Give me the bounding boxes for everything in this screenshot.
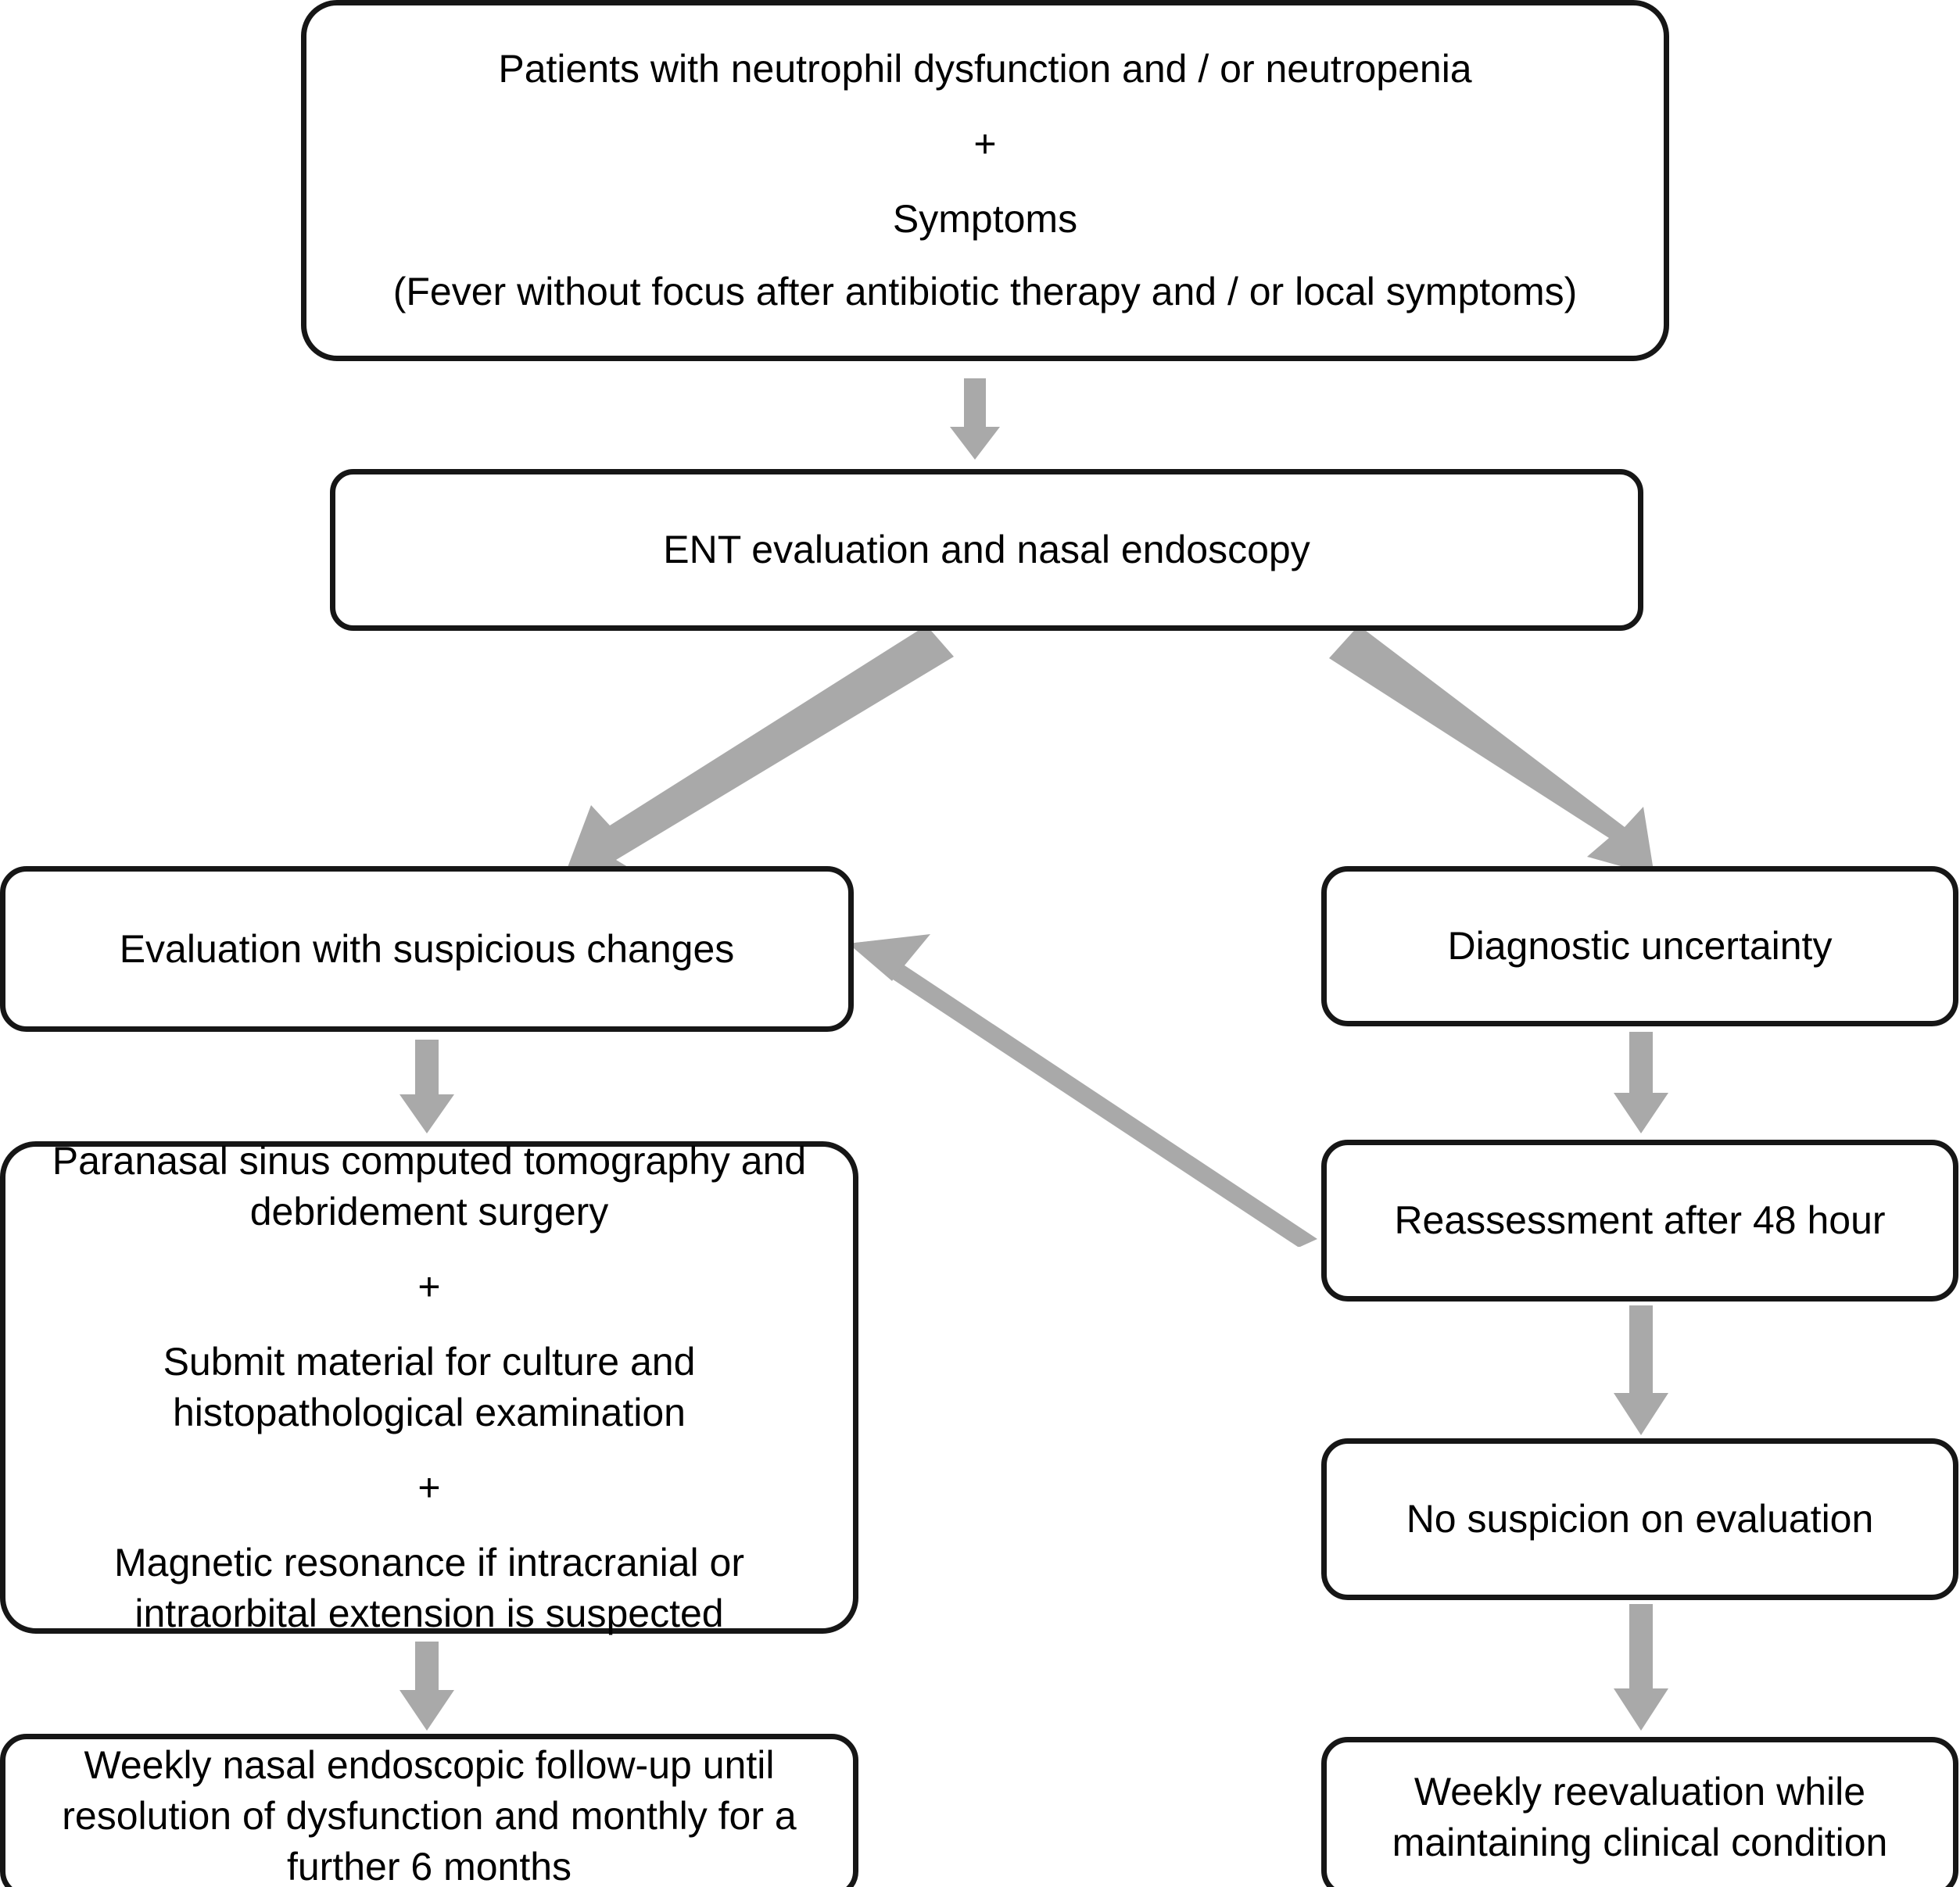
arrow-uncertainty-to-reassessment xyxy=(1614,1032,1668,1133)
workup-line-6: intraorbital extension is suspected xyxy=(134,1592,724,1635)
workup-line-3: Submit material for culture and xyxy=(163,1340,696,1384)
weekly-reevaluation-box: Weekly reevaluation while maintaining cl… xyxy=(1321,1737,1958,1887)
arrow-no-suspicion-to-weekly-reevaluation xyxy=(1614,1604,1668,1731)
weekly-endoscopic-followup-box: Weekly nasal endoscopic follow-up until … xyxy=(0,1734,858,1887)
paranasal-workup-box: Paranasal sinus computed tomography and … xyxy=(0,1139,858,1635)
patients-line-1: Patients with neutrophil dysfunction and… xyxy=(498,47,1472,91)
diagnostic-uncertainty-label: Diagnostic uncertainty xyxy=(1447,924,1833,968)
workup-plus-2: + xyxy=(417,1466,441,1509)
patients-line-3: (Fever without focus after antibiotic th… xyxy=(392,269,1578,313)
workup-line-1: Paranasal sinus computed tomography and xyxy=(52,1139,807,1183)
workup-line-2: debridement surgery xyxy=(249,1190,609,1234)
arrow-reassessment-to-no-suspicion xyxy=(1614,1305,1668,1435)
arrow-workup-to-weekly-followup xyxy=(400,1642,454,1731)
workup-line-5: Magnetic resonance if intracranial or xyxy=(114,1541,744,1584)
arrow-patients-to-ent xyxy=(950,378,1000,460)
no-suspicion-label: No suspicion on evaluation xyxy=(1406,1497,1874,1541)
diagnostic-uncertainty-box: Diagnostic uncertainty xyxy=(1321,866,1958,1026)
arrow-suspicious-to-workup xyxy=(400,1040,454,1133)
workup-line-4: histopathological examination xyxy=(173,1391,686,1434)
ent-evaluation-label: ENT evaluation and nasal endoscopy xyxy=(663,528,1310,571)
reassessment-48-hour-box: Reassessment after 48 hour xyxy=(1321,1140,1958,1302)
workup-plus-1: + xyxy=(417,1265,441,1309)
reassessment-label: Reassessment after 48 hour xyxy=(1394,1198,1886,1242)
patients-box: Patients with neutrophil dysfunction and… xyxy=(301,0,1669,361)
patients-line-2: Symptoms xyxy=(892,197,1078,242)
no-suspicion-box: No suspicion on evaluation xyxy=(1321,1438,1958,1600)
arrow-ent-to-uncertainty xyxy=(1329,625,1654,875)
weekly-followup-line-2: resolution of dysfunction and monthly fo… xyxy=(62,1793,797,1838)
weekly-reevaluation-line-1: Weekly reevaluation while xyxy=(1414,1769,1866,1814)
evaluation-suspicious-changes-box: Evaluation with suspicious changes xyxy=(0,866,854,1032)
weekly-followup-line-1: Weekly nasal endoscopic follow-up until xyxy=(84,1742,775,1787)
arrow-ent-to-suspicious xyxy=(564,625,954,875)
evaluation-suspicious-label: Evaluation with suspicious changes xyxy=(119,926,735,971)
patients-plus-1: + xyxy=(973,122,997,166)
ent-evaluation-box: ENT evaluation and nasal endoscopy xyxy=(330,469,1643,631)
weekly-followup-line-3: further 6 months xyxy=(286,1844,572,1887)
arrow-reassessment-to-suspicious xyxy=(848,934,1317,1247)
weekly-reevaluation-line-2: maintaining clinical condition xyxy=(1392,1820,1888,1864)
